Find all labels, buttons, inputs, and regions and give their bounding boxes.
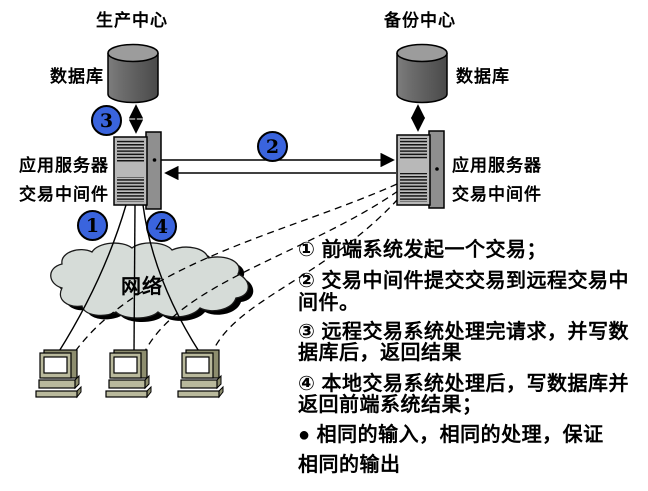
network-label: 网络: [121, 276, 163, 298]
annotation-line: 相同的输出: [298, 454, 401, 476]
step-badge-3: 3: [91, 105, 122, 136]
production-app-server-label: 应用服务器: [19, 156, 109, 175]
annotation-line: ② 交易中间件提交交易到远程交易中: [298, 270, 629, 292]
production-middleware-label: 交易中间件: [19, 185, 109, 204]
annotation-line: 间件。: [298, 292, 360, 314]
production-server-icon: [113, 131, 162, 210]
backup-center-title: 备份中心: [384, 11, 456, 30]
workstation-icon-1: [35, 349, 82, 398]
workstation-icon-3: [177, 349, 224, 398]
remote-links-dashed: [73, 183, 399, 354]
backup-middleware-label: 交易中间件: [452, 185, 542, 204]
backup-server-icon: [396, 130, 445, 209]
workstation-icon-2: [105, 349, 152, 398]
production-center-title: 生产中心: [96, 11, 168, 30]
annotation-line: ① 前端系统发起一个交易；: [298, 239, 547, 261]
step-badge-1: 1: [77, 210, 108, 241]
annotation-line: 返回前端系统结果；: [298, 394, 483, 416]
annotation-line: ③ 远程交易系统处理完请求，并写数: [298, 321, 629, 343]
production-db-label: 数据库: [50, 67, 104, 86]
annotation-line: ● 相同的输入，相同的处理，保证: [298, 424, 604, 446]
backup-db-label: 数据库: [456, 67, 510, 86]
step-badge-2: 2: [257, 131, 288, 162]
annotation-line: ④ 本地交易系统处理后，写数据库并: [298, 373, 629, 395]
step-badge-4: 4: [146, 211, 177, 242]
annotation-line: 据库后，返回结果: [298, 342, 462, 364]
backup-db-icon: [396, 43, 448, 104]
backup-app-server-label: 应用服务器: [452, 156, 542, 175]
production-db-icon: [107, 43, 159, 104]
